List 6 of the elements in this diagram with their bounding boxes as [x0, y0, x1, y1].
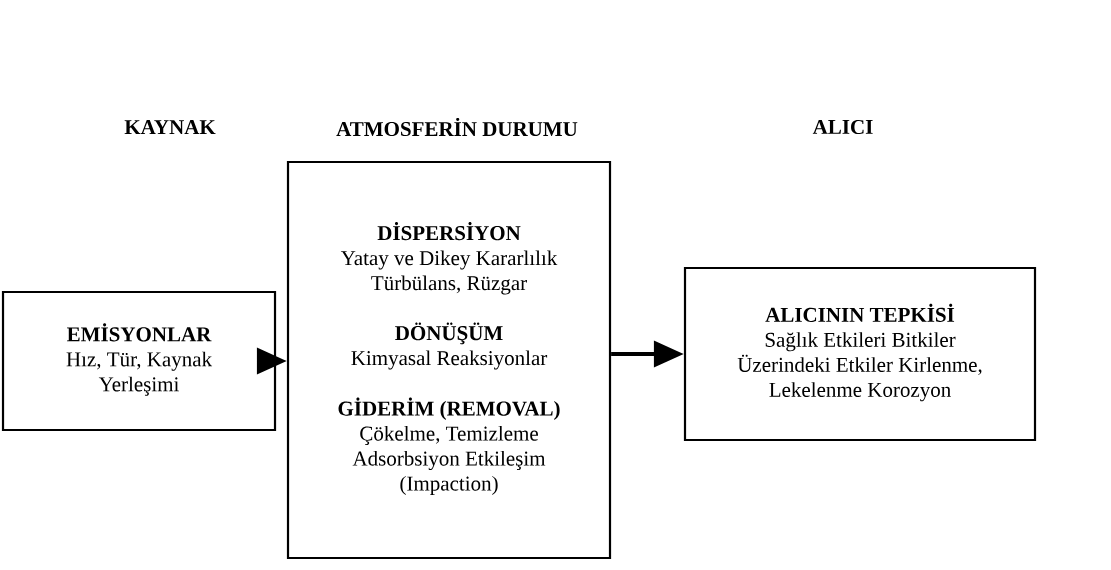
column-heading: ALICI: [812, 119, 873, 135]
column-heading: KAYNAK: [124, 120, 216, 134]
process-box: ALICININ TEPKİSİ Sağlık Etkileri Bitkiler Üzerindeki Etkiler Kirlenme, Lekelenme Korozyon: [683, 266, 1037, 442]
process-box: DİSPERSİYON Yatay ve Dikey Kararlılık Türbülans, Rüzgar DÖNÜŞÜM Kimyasal Reaksiyonlar GİDERİM (REMOVAL) Çökelme, Temizleme Adsorbsiyon Etkileşim (Impaction): [286, 160, 612, 560]
column-heading: ATMOSFERİN DURUMU: [336, 117, 578, 137]
process-box: EMİSYONLAR Hız, Tür, Kaynak Yerleşimi: [1, 290, 277, 432]
